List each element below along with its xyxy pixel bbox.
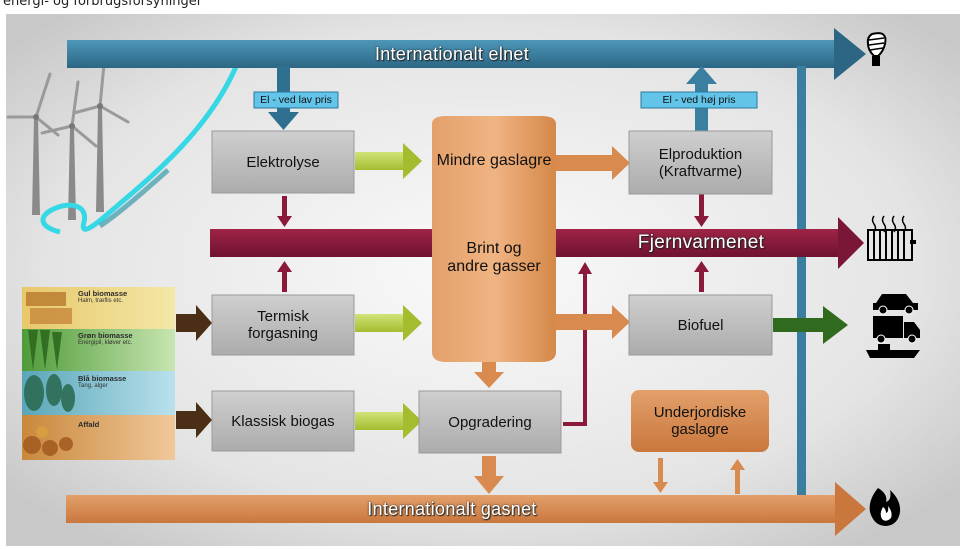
box-biofuel (628, 294, 773, 356)
box-biogas (211, 390, 355, 452)
gasnet-label: Internationalt gasnet (367, 498, 537, 519)
elnet-label: Internationalt elnet (374, 43, 530, 64)
biomass-gron-sub: Energipil, kløver etc. (78, 340, 133, 346)
gaslager-mid-label: Brint og andre gasser (447, 240, 541, 275)
biomass-gul-sub: Halm, træflis etc. (78, 298, 124, 304)
biomass-panel (22, 287, 175, 460)
box-elproduktion (628, 130, 773, 195)
biomass-affald-title: Affald (78, 420, 100, 429)
biomass-bla-title: Blå biomasse (78, 374, 127, 383)
gas-arrows (474, 146, 745, 494)
flame-icon (869, 488, 901, 526)
gasnet-band (66, 482, 866, 536)
radiator-icon (867, 215, 916, 261)
biofuel-to-transport-arrow (773, 306, 848, 344)
heat-arrows (277, 194, 709, 292)
caption-text: energi- og forbrugsforsyninger (3, 0, 203, 9)
biogas-label: Klassisk biogas (231, 412, 335, 430)
biomass-gul-title: Gul biomasse (78, 289, 128, 298)
sea-cable (40, 61, 241, 235)
biomass-gron-title: Grøn biomasse (78, 331, 133, 340)
box-underjordiske (631, 390, 769, 452)
box-termisk (211, 294, 355, 356)
gas-storage-tank (432, 116, 556, 362)
termisk-label: Termisk forgasning (247, 308, 319, 342)
underjordiske-label: Underjordiske gaslagre (653, 404, 747, 438)
box-elektrolyse (211, 130, 355, 194)
box-opgradering (418, 390, 562, 454)
green-arrows (355, 143, 422, 439)
elproduktion-label: Elproduktion (Kraftvarme) (658, 145, 743, 180)
gaslager-top-label: Mindre gaslagre (436, 151, 552, 169)
opgradering-label: Opgradering (448, 413, 532, 431)
biomass-bla-sub: Tang, alger (78, 383, 108, 389)
car-icon (873, 294, 918, 315)
biomass-arrows (176, 305, 212, 438)
elektrolyse-label: Elektrolyse (246, 153, 320, 171)
elnet-band (67, 28, 866, 80)
biofuel-label: Biofuel (677, 316, 724, 334)
light-bulb-icon (866, 32, 887, 66)
ship-icon (866, 344, 920, 358)
wind-turbine-icon (6, 62, 130, 220)
price-low-tag (253, 91, 339, 109)
price-high-label: El - ved høj pris (662, 94, 736, 106)
price-low-label: El - ved lav pris (260, 94, 332, 106)
truck-icon (873, 316, 920, 344)
el-to-transport-line (797, 66, 806, 496)
price-high-tag (640, 91, 758, 109)
fjernvarme-label: Fjernvarmenet (637, 232, 765, 253)
